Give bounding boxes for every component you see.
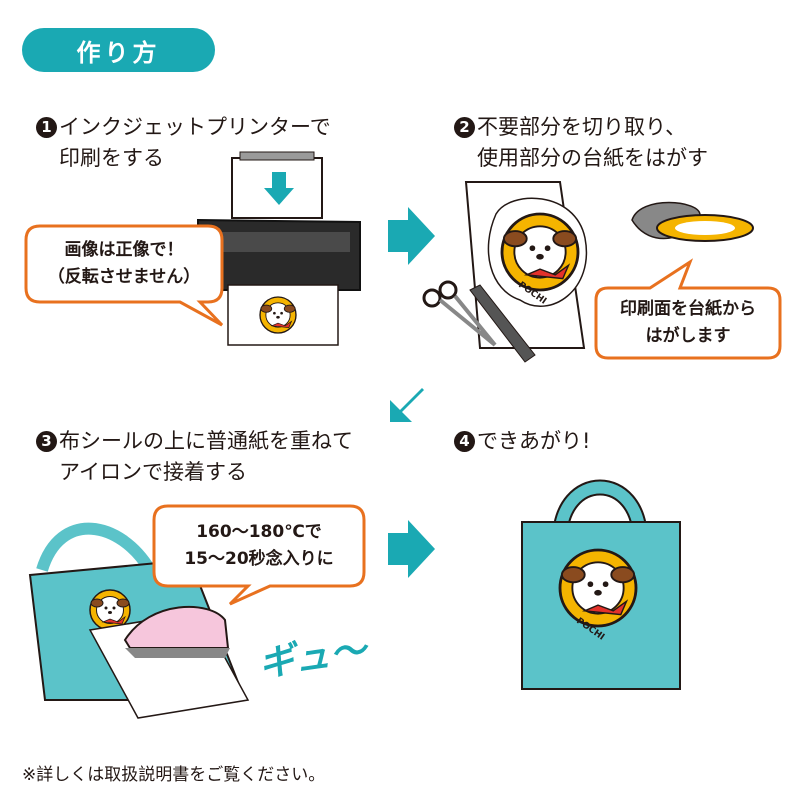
step-number: 4 (454, 431, 475, 452)
callout-bubble-iron (152, 504, 366, 606)
step-text: インクジェットプリンターで (59, 115, 331, 139)
down-left-arrow-icon (390, 388, 436, 422)
callout-text: 印刷面を台紙から (620, 299, 756, 319)
iron-icon (123, 605, 230, 649)
callout-text: （反転させません） (47, 267, 201, 287)
step-number: 2 (454, 117, 475, 138)
right-arrow-icon (388, 207, 435, 265)
step-text: アイロンで接着する (59, 460, 247, 484)
tote-bag-illustration (521, 479, 681, 690)
callout-text: 160〜180℃で (196, 522, 322, 542)
printer-illustration (197, 151, 361, 346)
callout-text: 画像は正像で！ (64, 240, 184, 260)
callout-iron: 160〜180℃で 15〜20秒念入りに (154, 506, 364, 586)
peeling-sticker-illustration (631, 201, 754, 242)
ironing-illustration (28, 522, 250, 719)
scissors-icon (422, 280, 497, 347)
step-text: 布シールの上に普通紙を重ねて (59, 429, 353, 453)
footer-note: ※詳しくは取扱説明書をご覧ください。 (22, 765, 326, 785)
callout-peel: 印刷面を台紙から はがします (596, 288, 780, 358)
step-text: 不要部分を切り取り、 (477, 115, 687, 139)
callout-text: はがします (645, 326, 731, 346)
step-number: 1 (36, 117, 57, 138)
step-text: 使用部分の台紙をはがす (477, 146, 708, 170)
step-number: 3 (36, 431, 57, 452)
callout-bubble-print (24, 224, 224, 327)
callout-print: 画像は正像で！ （反転させません） (26, 226, 222, 302)
down-arrow-icon (264, 172, 294, 205)
step-text: 印刷をする (59, 146, 164, 170)
cutter-knife-icon (469, 284, 536, 363)
section-title: 作り方 (22, 28, 215, 72)
step-text: できあがり! (477, 429, 591, 453)
right-arrow-icon (388, 520, 435, 578)
cut-sheet-illustration (422, 181, 754, 363)
callout-bubble-peel (594, 258, 782, 360)
callout-text: 15〜20秒念入りに (184, 549, 334, 569)
